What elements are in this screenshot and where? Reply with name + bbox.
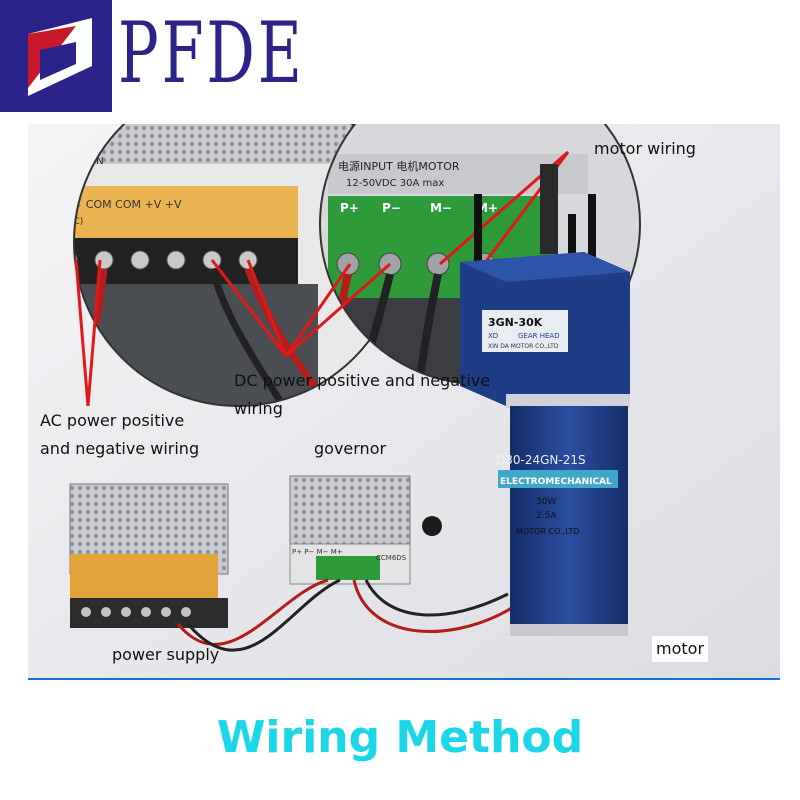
governor-unit: CCM6DS P+ P− M− M+	[289, 475, 442, 585]
ac-power-label-line1: AC power positive	[40, 411, 185, 430]
wiring-photo: L N ⏚ COM COM +V +V (AC) CAUTION 电源INPUT…	[28, 124, 780, 680]
governor-label: governor	[314, 439, 387, 458]
gearhead-brand: XD	[488, 332, 498, 340]
page-title: Wiring Method	[216, 712, 584, 763]
motor-label: motor	[652, 636, 709, 662]
brand-logo-text: PFDE	[118, 4, 305, 102]
gearhead-tag: GEAR HEAD	[518, 332, 560, 340]
motor-power: 30W	[536, 497, 556, 507]
ac-power-label-line2: and negative wiring	[40, 439, 200, 458]
left-ac-label: (AC)	[64, 217, 83, 227]
gearhead-maker: XIN DA MOTOR CO.,LTD	[488, 343, 559, 350]
pointer-lines	[74, 150, 570, 407]
motor-model: D30-24GN-21S	[496, 453, 586, 467]
input-header: 电源INPUT 电机MOTOR	[338, 159, 460, 173]
power-supply-label: power supply	[112, 645, 220, 664]
governor-brand: CCM6DS	[376, 554, 407, 562]
gearhead-model: 3GN-30K	[488, 316, 543, 329]
terminal-pminus: P−	[382, 201, 401, 215]
governor-terminals: P+ P− M− M+	[292, 548, 343, 556]
gear-motor: 3GN-30K XD GEAR HEAD XIN DA MOTOR CO.,LT…	[460, 164, 630, 636]
motor-maker: MOTOR CO.,LTD	[516, 527, 580, 536]
terminal-mminus: M−	[430, 201, 452, 215]
dc-power-label-line2: wiring	[234, 399, 283, 418]
dc-power-label-line1: DC power positive and negative	[234, 371, 491, 390]
motor-current: 2.5A	[536, 511, 557, 521]
brand-logo-icon	[0, 0, 112, 112]
motor-band: ELECTROMECHANICAL	[500, 477, 612, 487]
terminal-pplus: P+	[340, 201, 359, 215]
motor-wiring-label: motor wiring	[594, 139, 696, 158]
power-supply-unit	[69, 483, 229, 628]
input-spec: 12-50VDC 30A max	[346, 178, 444, 189]
left-terminal-label: L N ⏚ COM COM +V +V	[50, 198, 182, 211]
